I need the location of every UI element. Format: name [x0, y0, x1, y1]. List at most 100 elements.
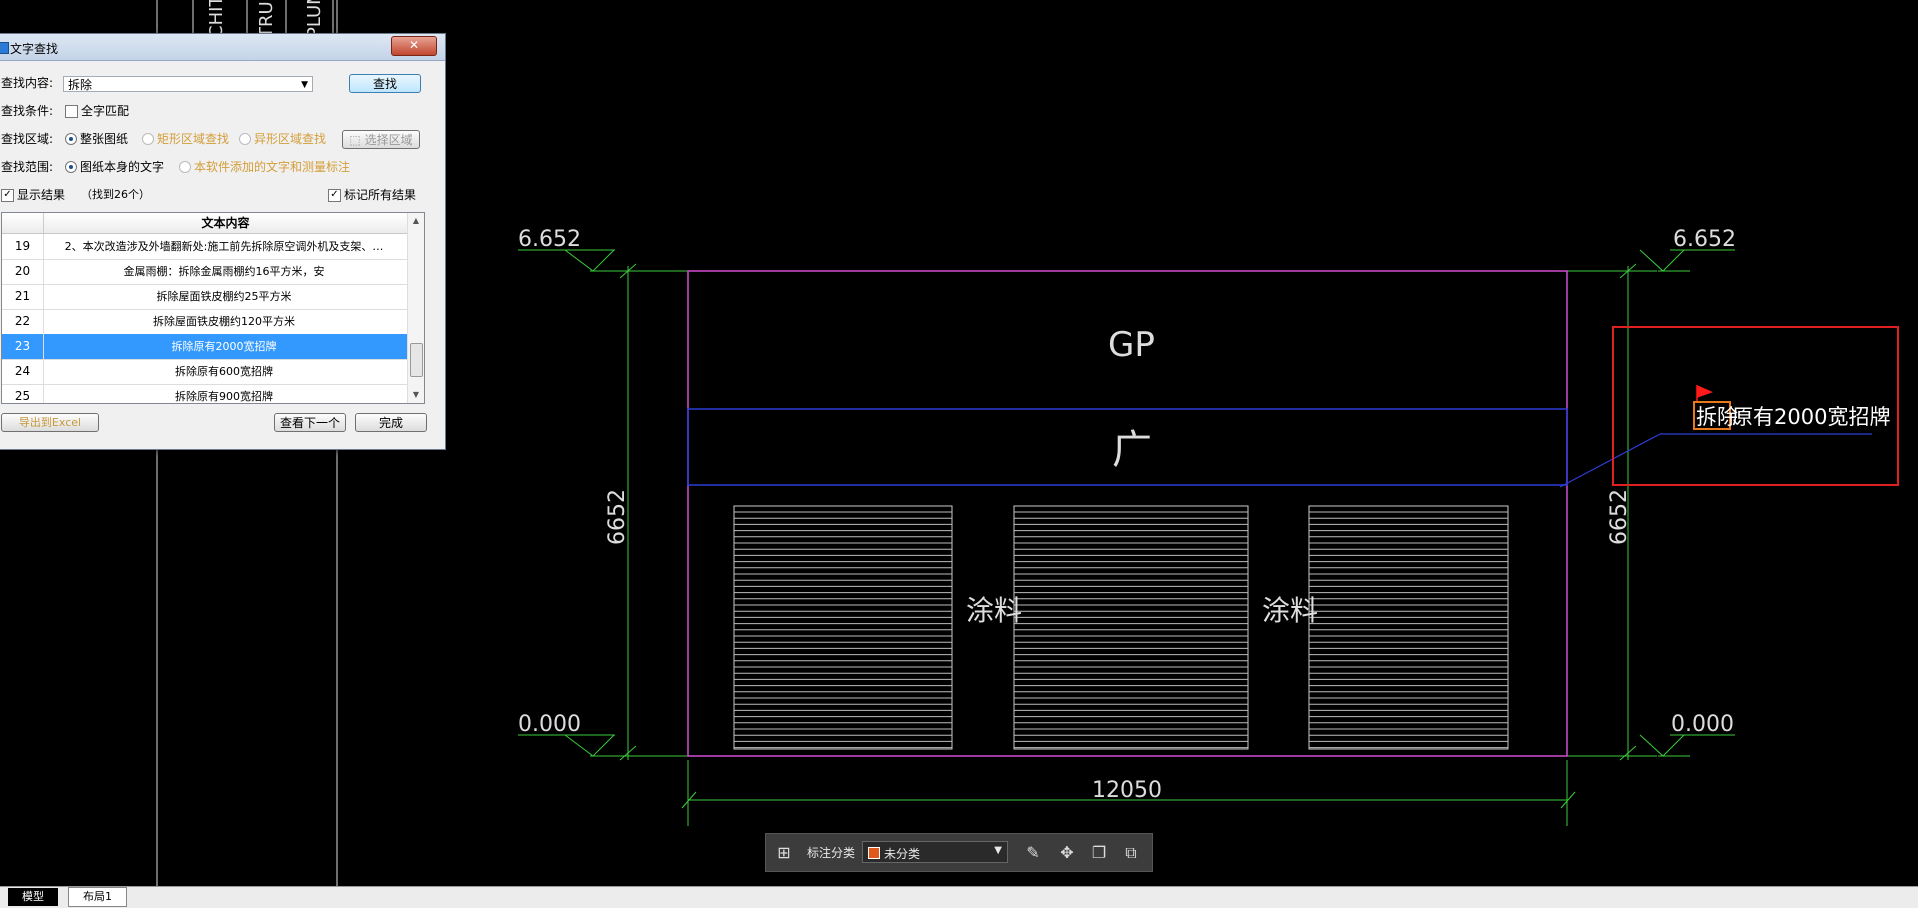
- search-area-label: 查找区域:: [1, 132, 54, 146]
- annotation-text-matched: 拆除: [1696, 405, 1738, 429]
- mark-all-checkbox[interactable]: ✓: [328, 189, 341, 202]
- row-index: 21: [2, 284, 44, 309]
- area-irregular-radio[interactable]: [239, 133, 251, 145]
- row-text: 拆除屋面铁皮棚约25平方米: [156, 290, 292, 303]
- scope-drawing-text-radio[interactable]: [65, 161, 77, 173]
- signboard-band: [687, 408, 1568, 486]
- row-index: 23: [2, 334, 44, 359]
- elevation-text-top-right: 6.652: [1673, 227, 1736, 252]
- search-input[interactable]: 拆除 ▼: [63, 76, 313, 92]
- scope-software-text-label: 本软件添加的文字和测量标注: [194, 160, 351, 174]
- search-input-value: 拆除: [68, 78, 93, 92]
- show-results-checkbox[interactable]: ✓: [1, 189, 14, 202]
- shutter-3: [1308, 505, 1509, 750]
- area-rectangle-radio[interactable]: [142, 133, 154, 145]
- wall-label-paint-1: 涂料: [966, 594, 1022, 627]
- sidebar-label-plumb: PLUM: [304, 0, 325, 38]
- scope-drawing-text-label: 图纸本身的文字: [80, 160, 165, 174]
- annotation-text-rest: 原有2000宽招牌: [1732, 405, 1890, 429]
- extension-lines: [630, 270, 1657, 757]
- wall-label-paint-2: 涂料: [1262, 594, 1318, 627]
- scroll-down-icon[interactable]: ▼: [412, 390, 420, 399]
- row-text: 金属雨棚：拆除金属雨棚约16平方米，安: [123, 265, 325, 278]
- table-row[interactable]: 23 拆除原有2000宽招牌: [2, 334, 407, 360]
- search-content-label: 查找内容:: [1, 76, 54, 90]
- elevation-marker-bottom-right: [1639, 734, 1735, 757]
- row-index: 20: [2, 259, 44, 284]
- move-icon[interactable]: ✥: [1060, 843, 1074, 862]
- dimension-text-height-right: 6652: [1607, 489, 1632, 545]
- search-scope-label: 查找范围:: [1, 160, 54, 174]
- category-value: 未分类: [884, 847, 921, 861]
- dialog-title: 文字查找: [10, 42, 59, 56]
- scope-software-text-radio[interactable]: [179, 161, 191, 173]
- paste-icon[interactable]: ⧉: [1125, 843, 1137, 862]
- results-table-header: 文本内容: [2, 213, 407, 234]
- close-button[interactable]: ✕: [391, 36, 437, 56]
- find-text-dialog: 文字查找 ✕ 查找内容: 拆除 ▼ 查找 查找条件: 全字匹配 查找区域: 整张…: [0, 33, 446, 450]
- chevron-down-icon[interactable]: ▼: [994, 845, 1002, 856]
- annotation-toolbar: ⊞ 标注分类 未分类 ▼ ✎ ✥ ❐ ⧉: [765, 833, 1153, 872]
- whole-word-label: 全字匹配: [81, 104, 130, 118]
- area-irregular-label: 异形区域查找: [254, 132, 327, 146]
- found-count: （找到26个）: [81, 188, 150, 201]
- done-button[interactable]: 完成: [355, 413, 427, 432]
- facade-outline: [687, 270, 1568, 757]
- sidebar-label-struct: TRU: [256, 1, 277, 39]
- edit-icon[interactable]: ✎: [1026, 843, 1040, 862]
- scroll-up-icon[interactable]: ▲: [412, 216, 420, 225]
- tab-layout1[interactable]: 布局1: [68, 887, 127, 907]
- dimension-text-height-left: 6652: [605, 489, 630, 545]
- facade-label-gp: GP: [1108, 325, 1155, 365]
- elevation-marker-top-right: [1639, 249, 1735, 272]
- dimension-text-width: 12050: [1092, 778, 1162, 803]
- mark-all-label: 标记所有结果: [344, 188, 417, 202]
- select-area-label: 选择区域: [364, 133, 413, 147]
- search-result-highlight-box: [1612, 326, 1899, 486]
- chevron-down-icon[interactable]: ▼: [301, 80, 308, 90]
- row-text: 拆除原有2000宽招牌: [171, 340, 277, 353]
- table-row[interactable]: 21 拆除屋面铁皮棚约25平方米: [2, 284, 407, 310]
- select-area-button[interactable]: ⬚ 选择区域: [342, 130, 420, 149]
- elevation-text-bottom-left: 0.000: [518, 712, 581, 737]
- result-flag-icon: [1696, 384, 1714, 401]
- table-row[interactable]: 20 金属雨棚：拆除金属雨棚约16平方米，安: [2, 259, 407, 285]
- tab-model[interactable]: 模型: [8, 888, 58, 906]
- find-button[interactable]: 查找: [349, 74, 421, 93]
- dialog-titlebar[interactable]: 文字查找 ✕: [0, 34, 445, 61]
- search-condition-label: 查找条件:: [1, 104, 54, 118]
- row-text: 2、本次改造涉及外墙翻新处:施工前先拆除原空调外机及支架、…: [64, 240, 384, 253]
- grid-layout-icon[interactable]: ⊞: [777, 843, 791, 862]
- scroll-thumb[interactable]: [410, 343, 423, 377]
- annotation-category-label: 标注分类: [807, 846, 856, 860]
- whole-word-checkbox[interactable]: [65, 105, 78, 118]
- row-index: 22: [2, 309, 44, 334]
- category-color-swatch: [868, 847, 880, 859]
- results-scrollbar[interactable]: ▲ ▼: [407, 213, 424, 403]
- export-excel-button[interactable]: 导出到Excel: [1, 413, 99, 432]
- show-results-label: 显示结果: [17, 188, 66, 202]
- signboard-label: 广: [1112, 427, 1152, 473]
- header-index-cell: [2, 213, 44, 233]
- row-index: 24: [2, 359, 44, 384]
- area-whole-drawing-label: 整张图纸: [80, 132, 129, 146]
- layout-tab-bar: 模型 布局1: [0, 886, 1918, 908]
- elevation-marker-top-left: [518, 249, 630, 272]
- shutter-slats: [734, 511, 1508, 749]
- row-index: 25: [2, 384, 44, 403]
- shutter-1: [733, 505, 953, 750]
- annotation-leader: [1559, 433, 1872, 488]
- area-whole-drawing-radio[interactable]: [65, 133, 77, 145]
- view-next-button[interactable]: 查看下一个: [274, 413, 346, 432]
- annotation-category-select[interactable]: 未分类 ▼: [862, 841, 1008, 863]
- copy-icon[interactable]: ❐: [1091, 843, 1107, 862]
- select-area-icon: ⬚: [349, 133, 365, 147]
- elevation-text-top-left: 6.652: [518, 227, 581, 252]
- row-text: 拆除原有600宽招牌: [175, 365, 273, 378]
- table-row[interactable]: 24 拆除原有600宽招牌: [2, 359, 407, 385]
- cad-canvas[interactable]: CHIT TRU PLUM 6.652 6.652 0.000 0.000 66…: [0, 0, 1918, 886]
